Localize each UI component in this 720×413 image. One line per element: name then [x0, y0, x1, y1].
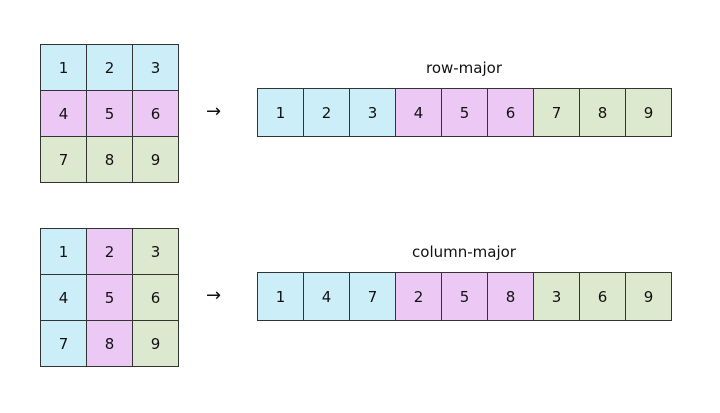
memory-cell: 4 [304, 273, 350, 321]
matrix-cell: 2 [87, 45, 133, 91]
matrix-cell: 9 [133, 321, 179, 367]
matrix-cell: 8 [87, 137, 133, 183]
memory-cell: 6 [580, 273, 626, 321]
memory-cell: 7 [534, 89, 580, 137]
column-major-title: column-major [412, 243, 516, 261]
memory-cell: 5 [442, 89, 488, 137]
memory-cell: 3 [534, 273, 580, 321]
memory-cell: 8 [580, 89, 626, 137]
matrix-cell: 5 [87, 275, 133, 321]
memory-cell: 2 [304, 89, 350, 137]
matrix-cell: 3 [133, 45, 179, 91]
matrix-cell: 4 [41, 275, 87, 321]
memory-cell: 1 [258, 89, 304, 137]
matrix-cell: 1 [41, 229, 87, 275]
memory-cell: 1 [258, 273, 304, 321]
matrix-cell: 6 [133, 91, 179, 137]
memory-cell: 6 [488, 89, 534, 137]
memory-cell: 9 [626, 273, 672, 321]
matrix-cell: 6 [133, 275, 179, 321]
matrix-cell: 5 [87, 91, 133, 137]
matrix-cell: 4 [41, 91, 87, 137]
memory-cell: 7 [350, 273, 396, 321]
matrix-cell: 9 [133, 137, 179, 183]
memory-cell: 9 [626, 89, 672, 137]
row-major-title: row-major [425, 59, 502, 77]
matrix-cell: 1 [41, 45, 87, 91]
column-major-arrow: → [206, 285, 222, 306]
matrix-cell: 3 [133, 229, 179, 275]
matrix-cell: 7 [41, 321, 87, 367]
memory-cell: 3 [350, 89, 396, 137]
memory-cell: 8 [488, 273, 534, 321]
matrix-cell: 7 [41, 137, 87, 183]
memory-cell: 4 [396, 89, 442, 137]
matrix-cell: 8 [87, 321, 133, 367]
row-major-arrow: → [206, 101, 222, 122]
matrix-cell: 2 [87, 229, 133, 275]
memory-cell: 2 [396, 273, 442, 321]
memory-cell: 5 [442, 273, 488, 321]
